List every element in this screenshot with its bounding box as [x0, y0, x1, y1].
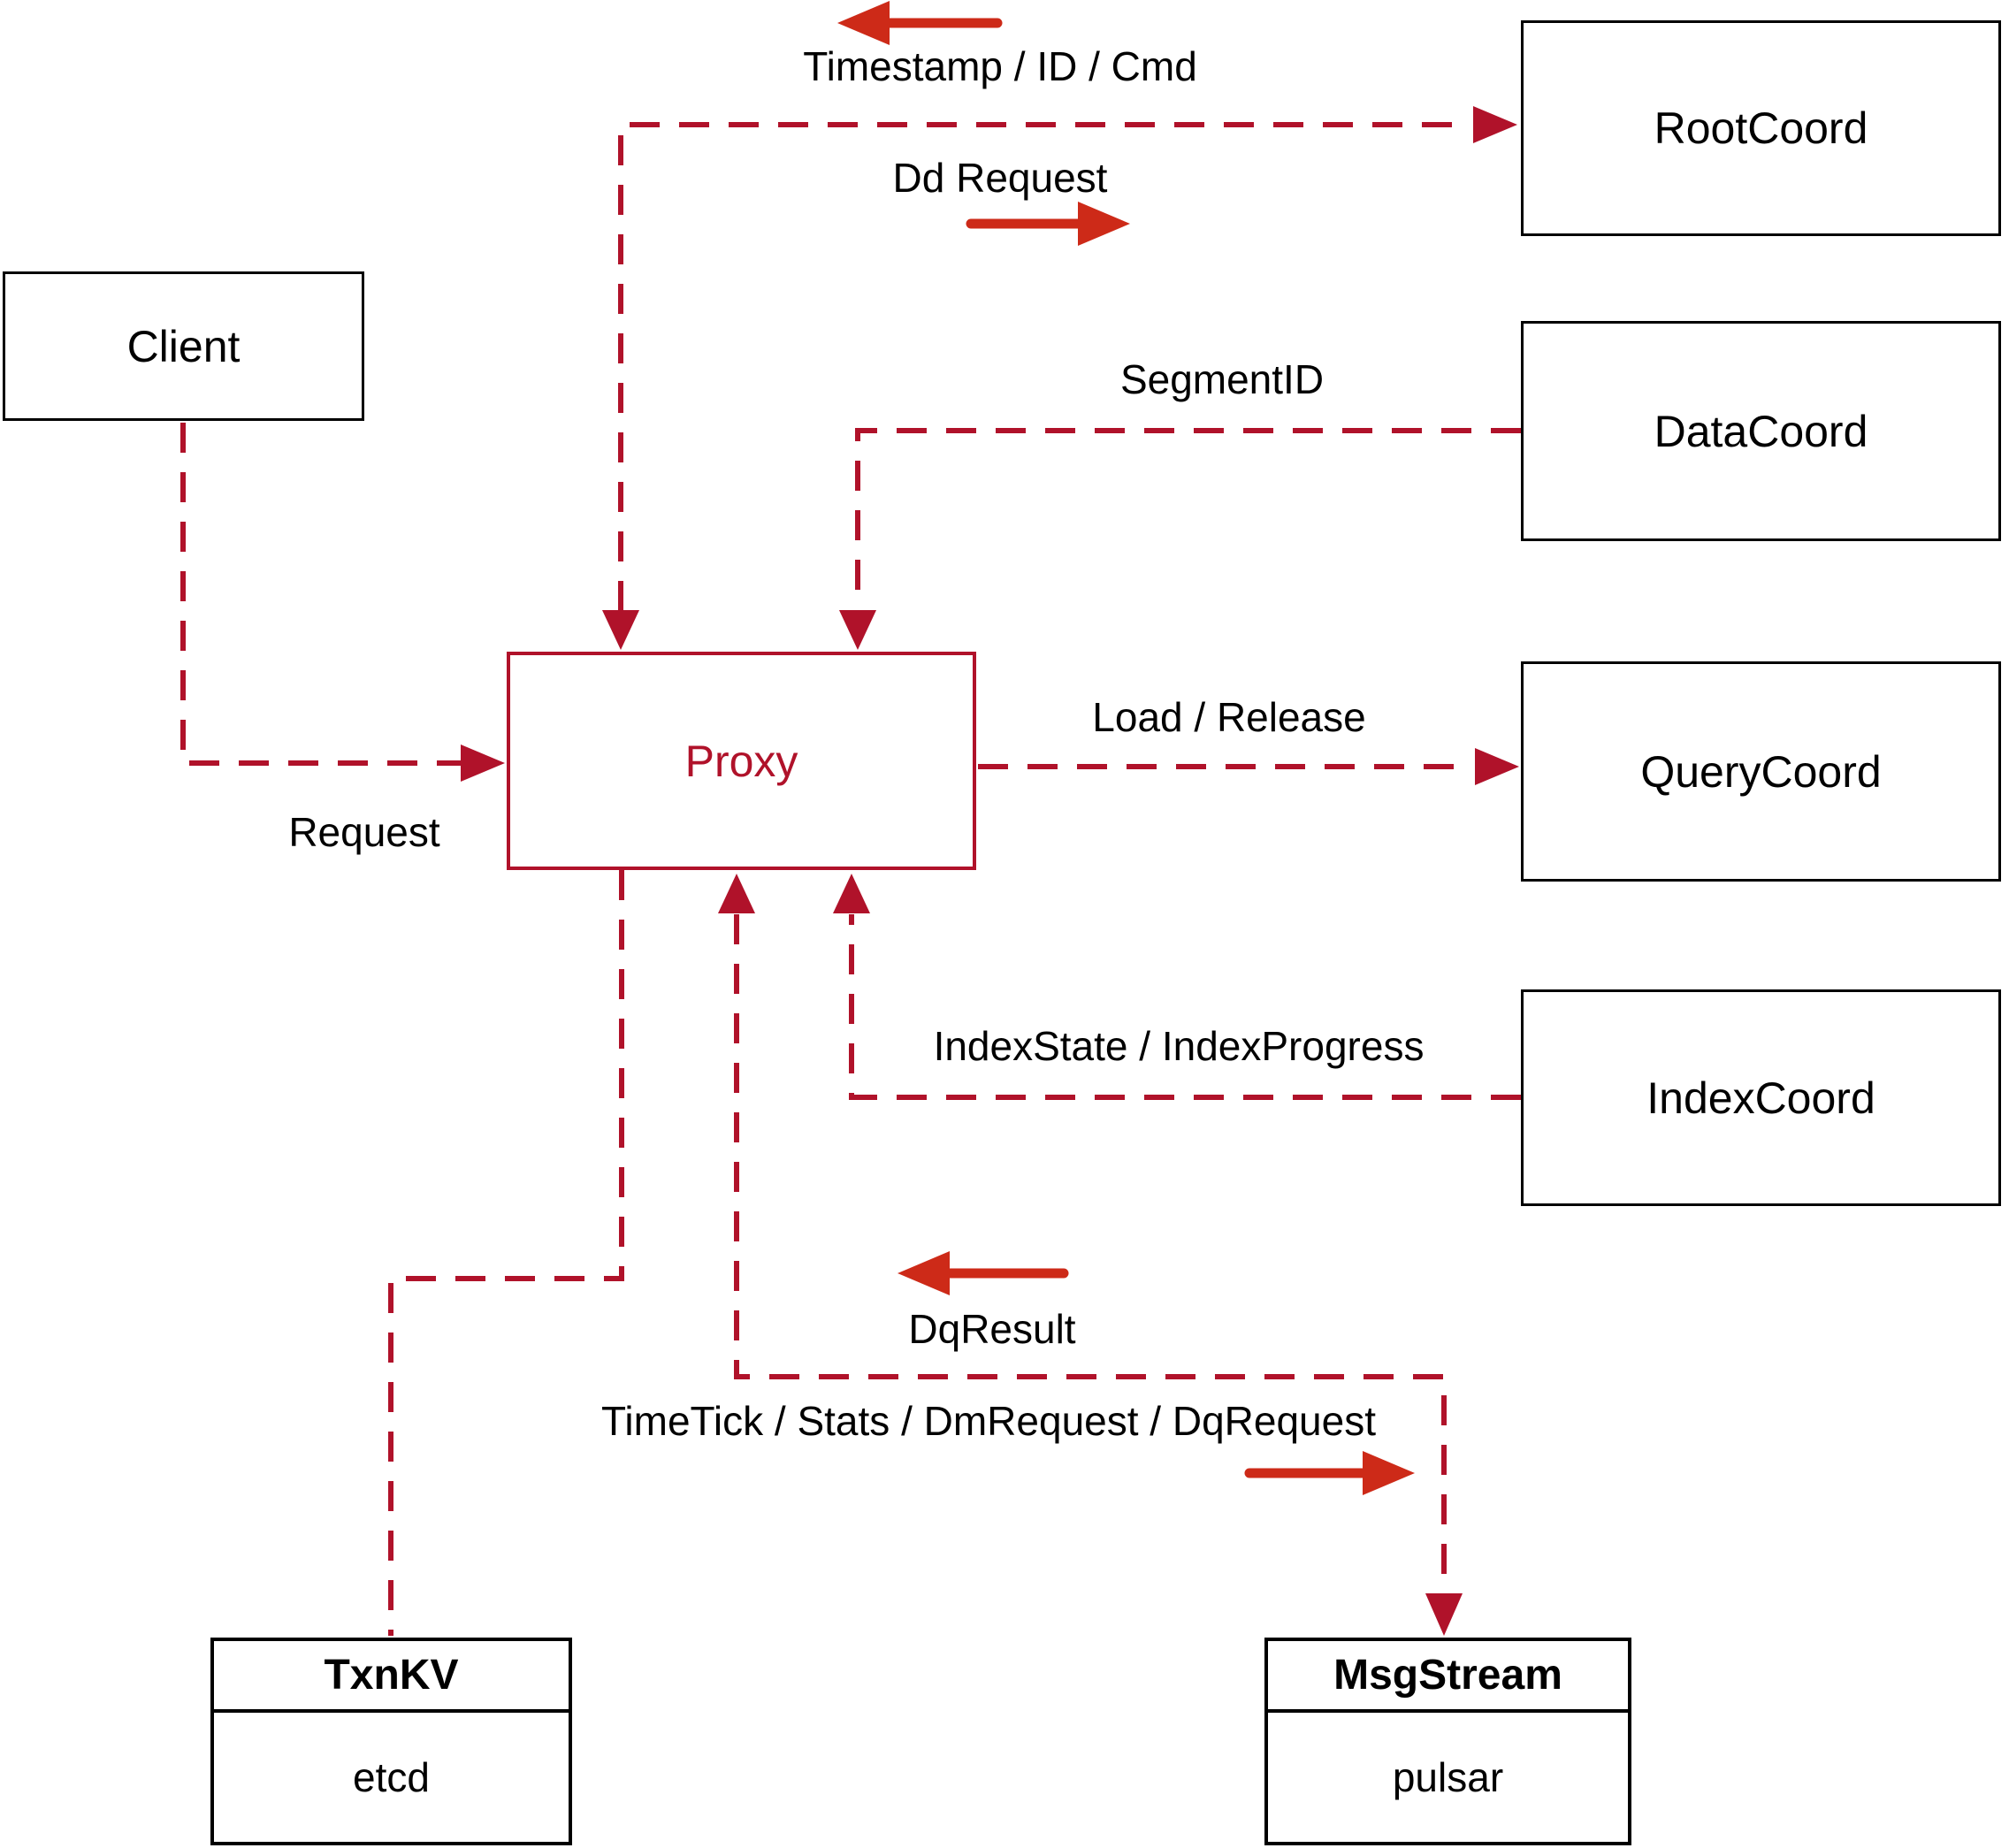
- indexcoord-node: IndexCoord: [1521, 989, 2001, 1206]
- txnkv-title: TxnKV: [214, 1641, 569, 1713]
- edge-label-dq-result: DqResult: [908, 1306, 1076, 1352]
- arrowhead-into-proxy-left-icon: [461, 745, 505, 782]
- arrowhead-into-rootcoord-icon: [1473, 106, 1517, 143]
- arrowhead-into-proxy-bottom-right-icon: [833, 874, 870, 913]
- datacoord-node: DataCoord: [1521, 321, 2001, 541]
- querycoord-node: QueryCoord: [1521, 661, 2001, 882]
- proxy-node: Proxy: [507, 652, 976, 870]
- txnkv-implementation: etcd: [353, 1754, 430, 1800]
- edge-label-timestamp-id-cmd: Timestamp / ID / Cmd: [803, 43, 1197, 89]
- edge-proxy-msgstream: [734, 914, 1447, 1592]
- left-flow-arrow-timestamp-icon: [837, 1, 890, 45]
- edge-proxy-txnkv: [388, 870, 624, 1636]
- edge-label-index-state-progress: IndexState / IndexProgress: [933, 1023, 1425, 1069]
- edge-label-load-release: Load / Release: [1092, 694, 1366, 740]
- arrowhead-into-msgstream-icon: [1425, 1593, 1463, 1636]
- edge-label-request: Request: [288, 809, 440, 855]
- arrowhead-into-querycoord-icon: [1475, 748, 1519, 785]
- arrowhead-into-proxy-top-left-icon: [602, 610, 639, 650]
- arrowhead-into-proxy-bottom-left-icon: [718, 874, 755, 913]
- edge-datacoord-proxy: [855, 428, 1521, 609]
- msgstream-node: MsgStream pulsar: [1264, 1638, 1631, 1845]
- edge-label-dd-request: Dd Request: [892, 155, 1108, 201]
- arrowhead-into-proxy-top-right-icon: [839, 610, 876, 650]
- msgstream-implementation: pulsar: [1392, 1754, 1504, 1800]
- rootcoord-node: RootCoord: [1521, 20, 2001, 236]
- right-flow-arrow-timetick-icon: [1363, 1451, 1415, 1495]
- client-node: Client: [3, 271, 364, 421]
- edge-label-segment-id: SegmentID: [1119, 356, 1325, 402]
- edge-label-timetick-stats: TimeTick / Stats / DmRequest / DqRequest: [601, 1398, 1376, 1444]
- right-flow-arrow-ddrequest-icon: [1078, 202, 1130, 246]
- left-flow-arrow-dqresult-icon: [898, 1251, 950, 1295]
- msgstream-title: MsgStream: [1268, 1641, 1628, 1713]
- edge-client-proxy: [180, 423, 461, 766]
- txnkv-node: TxnKV etcd: [210, 1638, 572, 1845]
